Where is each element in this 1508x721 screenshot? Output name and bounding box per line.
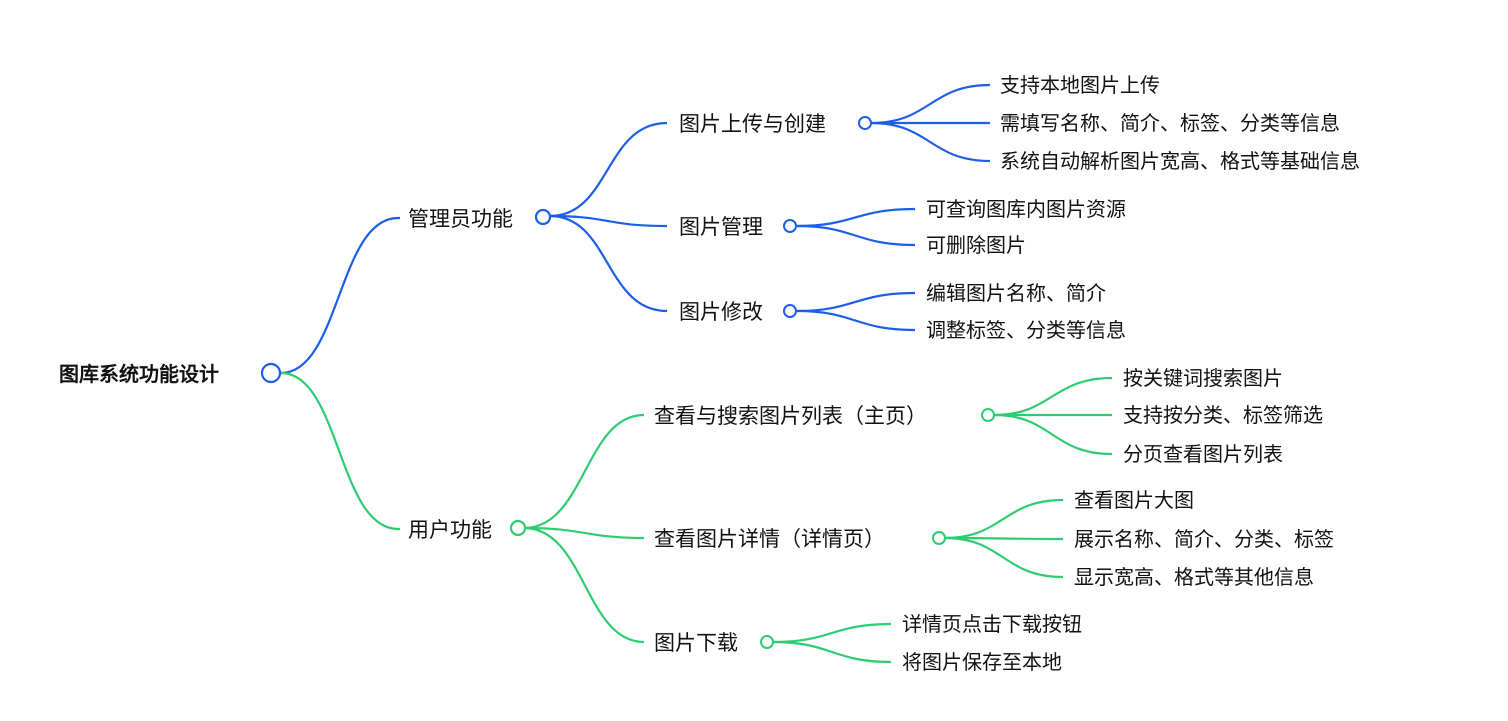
edge-modify-leaf-2 [796,309,916,332]
modify-leaf-edit[interactable]: 编辑图片名称、简介 [926,281,1106,305]
image-download-node[interactable]: 图片下载 [654,631,738,655]
edge-download-leaf-2 [772,640,892,664]
edge-root-user [280,371,400,531]
modify-collapse-toggle[interactable] [783,304,797,318]
edge-root-admin [280,216,400,375]
detail-leaf-show-info[interactable]: 展示名称、简介、分类、标签 [1074,527,1334,551]
edge-admin-upload [549,121,668,218]
edge-upload-leaf-3 [870,121,991,163]
edge-user-download [523,526,645,644]
manage-leaf-delete[interactable]: 可删除图片 [926,233,1026,257]
download-collapse-toggle[interactable] [760,635,774,649]
upload-leaf-local[interactable]: 支持本地图片上传 [1000,73,1160,97]
edge-manage-leaf-2 [796,224,916,247]
root-collapse-toggle[interactable] [260,362,282,384]
image-modify-node[interactable]: 图片修改 [679,300,763,324]
labels-layer: 图库系统功能设计 管理员功能 用户功能 图片上传与创建 图片管理 图片修改 支持… [59,73,1360,674]
edge-detail-leaf-1 [944,498,1064,540]
edge-user-list [523,413,645,530]
root-node-label[interactable]: 图库系统功能设计 [59,362,219,386]
user-functions-node[interactable]: 用户功能 [408,518,492,542]
admin-collapse-toggle[interactable] [534,208,552,226]
list-leaf-paging[interactable]: 分页查看图片列表 [1123,442,1283,466]
upload-collapse-toggle[interactable] [858,116,872,130]
edge-upload-leaf-1 [870,83,991,125]
edges-layer [280,83,1113,664]
upload-leaf-auto-parse[interactable]: 系统自动解析图片宽高、格式等基础信息 [1000,149,1360,173]
modify-leaf-adjust[interactable]: 调整标签、分类等信息 [926,318,1126,342]
edge-admin-manage [549,214,668,228]
edge-detail-leaf-3 [944,536,1064,579]
user-collapse-toggle[interactable] [509,519,527,537]
edge-user-detail [523,526,645,540]
download-leaf-save[interactable]: 将图片保存至本地 [902,650,1062,674]
edge-manage-leaf-1 [796,207,916,228]
detail-leaf-other-info[interactable]: 显示宽高、格式等其他信息 [1074,565,1314,589]
edge-detail-leaf-2 [944,536,1064,541]
manage-leaf-query[interactable]: 可查询图库内图片资源 [926,197,1126,221]
detail-collapse-toggle[interactable] [932,531,946,545]
manage-collapse-toggle[interactable] [783,219,797,233]
edge-download-leaf-1 [772,622,892,644]
list-collapse-toggle[interactable] [981,408,995,422]
list-leaf-keyword[interactable]: 按关键词搜索图片 [1123,366,1283,390]
edge-list-leaf-3 [993,413,1113,456]
image-manage-node[interactable]: 图片管理 [679,215,763,239]
list-leaf-filter[interactable]: 支持按分类、标签筛选 [1123,403,1323,427]
detail-leaf-large[interactable]: 查看图片大图 [1074,488,1194,512]
image-detail-node[interactable]: 查看图片详情（详情页） [654,527,885,551]
edge-modify-leaf-1 [796,291,916,313]
edge-list-leaf-1 [993,376,1113,417]
download-leaf-click[interactable]: 详情页点击下载按钮 [902,612,1082,636]
image-upload-node[interactable]: 图片上传与创建 [679,112,826,136]
edge-admin-modify [549,214,668,313]
image-list-node[interactable]: 查看与搜索图片列表（主页） [654,404,927,428]
admin-functions-node[interactable]: 管理员功能 [408,207,513,231]
upload-leaf-fill-info[interactable]: 需填写名称、简介、标签、分类等信息 [1000,111,1340,135]
node-dots-layer [260,116,995,649]
